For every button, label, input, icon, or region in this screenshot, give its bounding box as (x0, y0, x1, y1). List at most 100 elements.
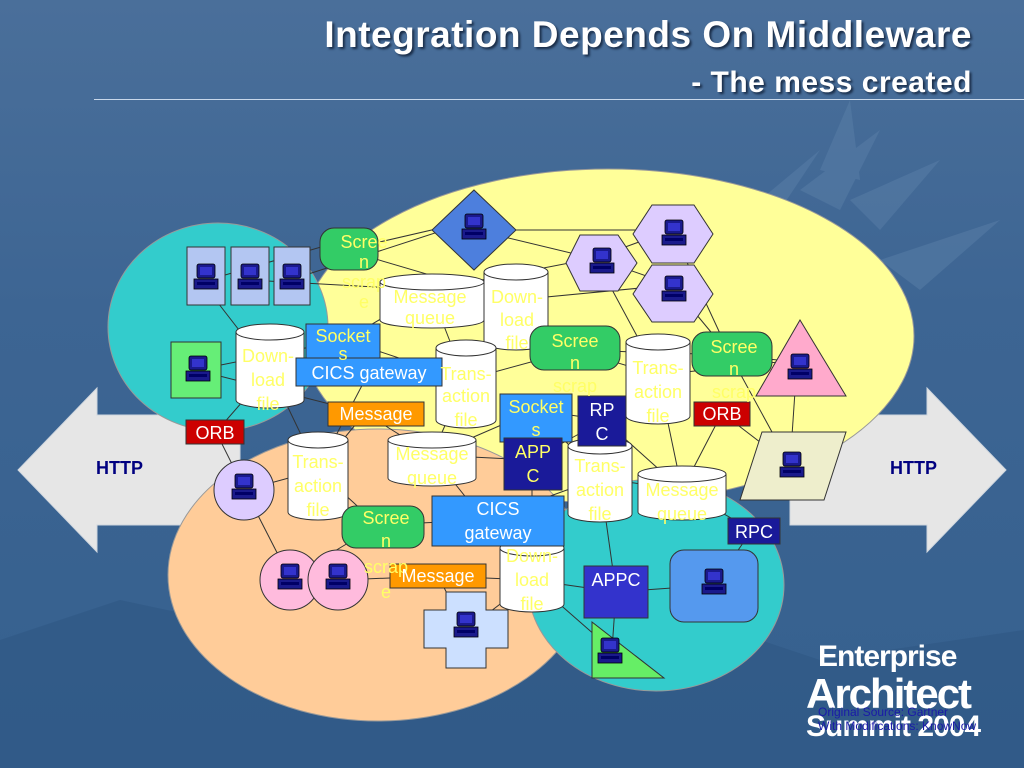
computer-triangle-pink (755, 319, 847, 397)
cylinder-message-queue-1 (379, 273, 485, 329)
svg-text:n: n (729, 359, 739, 379)
computer-left-1 (186, 246, 226, 306)
svg-text:scrap: scrap (342, 272, 386, 292)
svg-text:load: load (515, 570, 549, 590)
computer-triangle-green (591, 620, 666, 679)
cics-gateway-box-2 (431, 495, 565, 547)
source-credit: Original Source: Gartner With Modificati… (818, 705, 976, 733)
svg-text:file: file (588, 504, 611, 524)
svg-text:file: file (306, 500, 329, 520)
svg-text:file: file (505, 333, 528, 353)
screen-scrape-label-3: Scree n scrap (710, 337, 757, 402)
svg-text:n: n (570, 353, 580, 373)
cylinder-transaction-2 (625, 333, 691, 425)
http-label-right: HTTP (890, 458, 937, 478)
cylinder-transaction-1 (435, 339, 497, 429)
svg-text:C: C (527, 466, 540, 486)
svg-text:Down-: Down- (491, 287, 543, 307)
svg-text:Scree: Scree (362, 508, 409, 528)
orb-box-1 (185, 419, 245, 445)
download-label-3: Down- load file (506, 546, 558, 614)
svg-text:s: s (339, 344, 348, 364)
computer-cross (423, 591, 509, 669)
title-divider (94, 99, 1024, 100)
source-line-modifications: With Modifications: KnowNow (818, 719, 977, 733)
svg-text:scrap: scrap (364, 557, 408, 577)
cylinder-message-queue-2 (387, 431, 477, 487)
svg-text:action: action (294, 476, 342, 496)
screen-scrape-label-2: Scree n scrap (551, 331, 598, 396)
computer-hex-1 (565, 234, 638, 292)
message-queue-label-3: Message queue (645, 480, 718, 524)
svg-text:Scree: Scree (551, 331, 598, 351)
svg-text:action: action (576, 480, 624, 500)
orb-label-2: ORB (702, 404, 741, 424)
svg-text:gateway: gateway (464, 523, 531, 543)
svg-text:n: n (381, 531, 391, 551)
cics-gateway-label-2: CICS gateway (464, 499, 531, 543)
svg-text:file: file (256, 394, 279, 414)
cics-gateway-box-1 (295, 357, 443, 387)
download-label-1: Down- load file (242, 346, 294, 414)
svg-text:Scree: Scree (710, 337, 757, 357)
svg-text:Down-: Down- (506, 546, 558, 566)
screen-scrape-box-3 (691, 331, 773, 377)
svg-text:RP: RP (589, 400, 614, 420)
download-label-2: Down- load file (491, 287, 543, 353)
svg-text:Trans-: Trans- (440, 364, 491, 384)
enterprise-architect-logo: Enterprise Architect Summit 2004 (806, 640, 1006, 750)
transaction-label-2: Trans- action file (632, 358, 683, 426)
appc-label-1: APP C (515, 442, 551, 486)
computer-left-green (170, 341, 222, 399)
http-label-left: HTTP (96, 458, 143, 478)
svg-text:action: action (442, 386, 490, 406)
svg-text:scrap: scrap (553, 376, 597, 396)
transaction-label-4: Trans- action file (574, 456, 625, 524)
logo-line-architect: Architect (806, 670, 972, 717)
svg-text:n: n (359, 252, 369, 272)
svg-text:APP: APP (515, 442, 551, 462)
svg-text:Trans-: Trans- (574, 456, 625, 476)
svg-text:action: action (634, 382, 682, 402)
svg-text:C: C (596, 424, 609, 444)
rpc-label-2: RPC (735, 522, 773, 542)
rpc-box-1 (577, 395, 627, 447)
screen-scrape-box-2 (529, 325, 621, 371)
computer-parallelogram (739, 431, 847, 501)
rpc-box-2 (727, 517, 781, 545)
svg-text:Message: Message (395, 444, 468, 464)
message-label-1: Message (339, 404, 412, 424)
sockets-box-2 (499, 393, 573, 443)
svg-text:s: s (532, 420, 541, 440)
svg-text:queue: queue (407, 468, 457, 488)
svg-text:file: file (646, 406, 669, 426)
message-box-1 (327, 401, 425, 427)
computer-hex-2 (632, 204, 714, 264)
cylinder-download-2 (483, 263, 549, 351)
svg-text:file: file (454, 410, 477, 430)
screen-scrape-box-1 (319, 227, 379, 271)
orb-box-2 (693, 401, 751, 427)
computer-rounded-blue (669, 549, 759, 623)
svg-text:Down-: Down- (242, 346, 294, 366)
logo-line-enterprise: Enterprise (818, 640, 957, 673)
svg-text:load: load (251, 370, 285, 390)
computer-hex-3 (632, 264, 714, 323)
message-queue-label-2: Message queue (395, 444, 468, 488)
svg-text:Message: Message (645, 480, 718, 500)
svg-text:queue: queue (657, 504, 707, 524)
svg-text:scrap: scrap (712, 382, 756, 402)
rpc-label-1: RP C (589, 400, 614, 444)
computer-circle-lavender (213, 459, 275, 521)
svg-text:CICS: CICS (476, 499, 519, 519)
transaction-label-3: Trans- action file (292, 452, 343, 520)
slide-subtitle: - The mess created (691, 66, 972, 99)
message-box-2 (389, 563, 487, 589)
logo-line-summit: Summit 2004 (806, 710, 981, 743)
orb-label-1: ORB (195, 423, 234, 443)
svg-text:Socket: Socket (315, 326, 370, 346)
svg-text:load: load (500, 310, 534, 330)
message-label-2: Message (401, 566, 474, 586)
computer-left-2 (230, 246, 270, 306)
